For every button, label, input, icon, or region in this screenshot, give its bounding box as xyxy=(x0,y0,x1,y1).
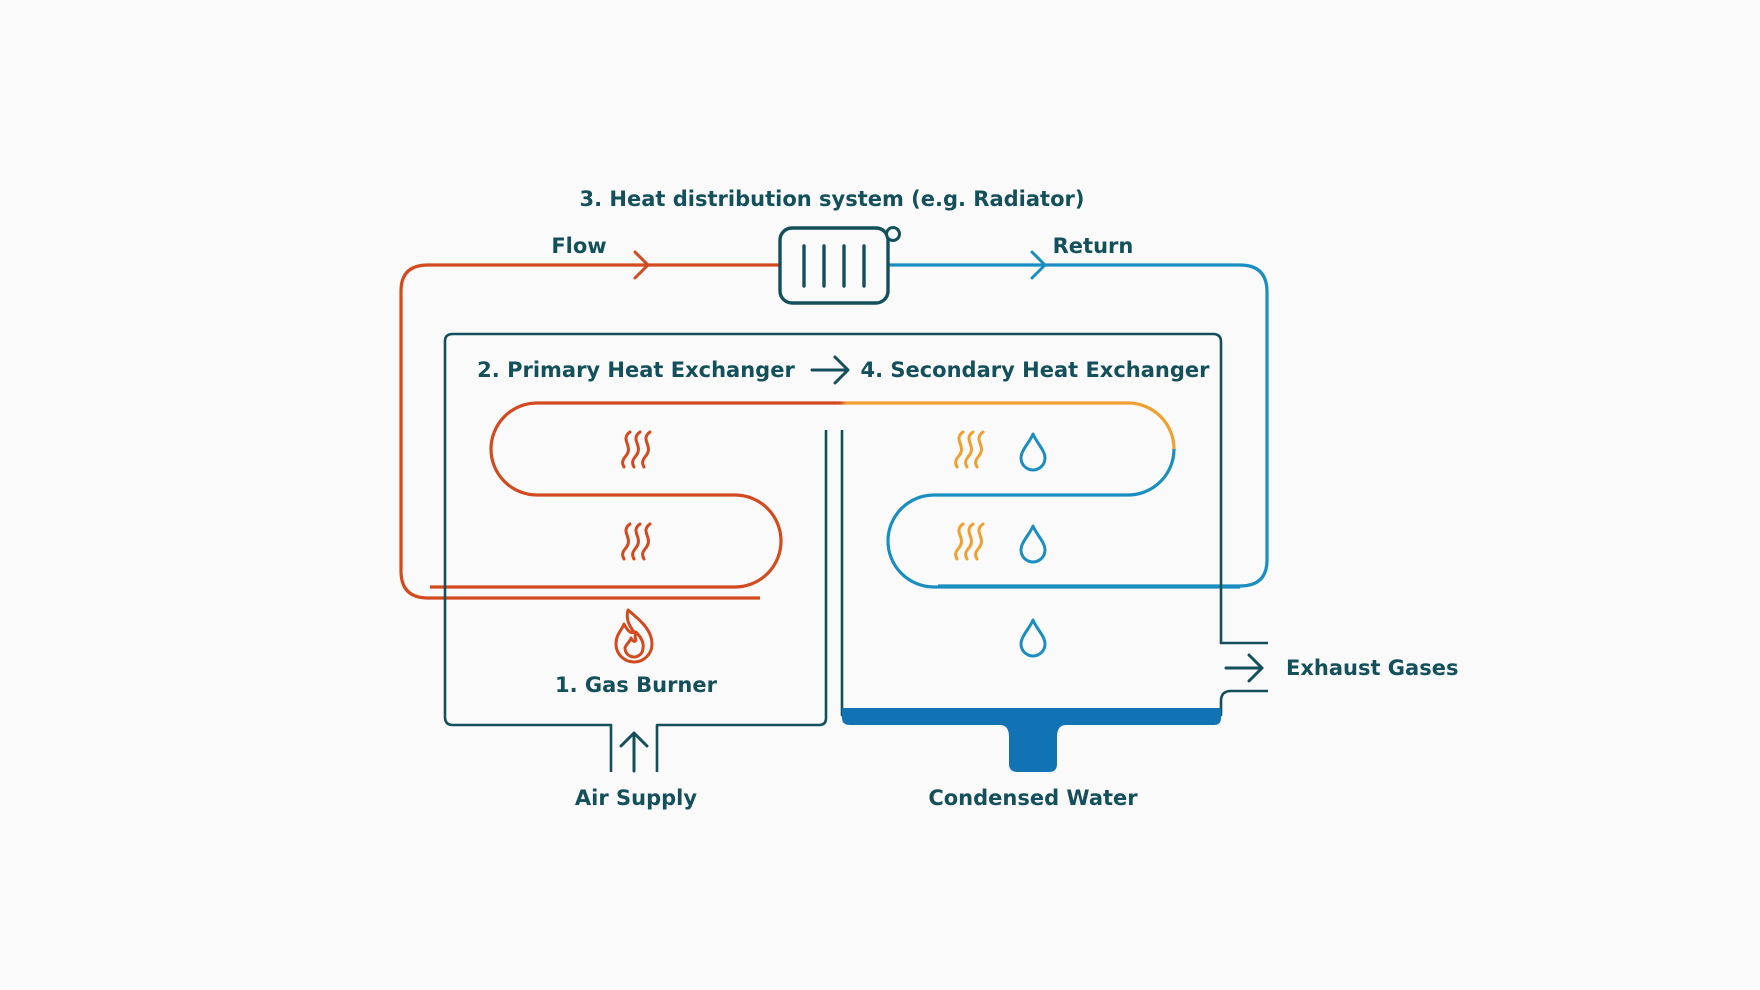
exhaust-arrow-icon xyxy=(1224,653,1264,683)
primary-exchanger-coil xyxy=(430,401,835,589)
water-drop-icon xyxy=(1019,432,1047,472)
exchanger-arrow-icon xyxy=(810,355,850,385)
flame-icon xyxy=(614,608,654,664)
exhaust-gases-label: Exhaust Gases xyxy=(1286,656,1458,680)
heat-distribution-label: 3. Heat distribution system (e.g. Radiat… xyxy=(580,187,1085,211)
heat-waves-icon xyxy=(621,522,652,561)
heat-waves-icon xyxy=(954,430,985,469)
heat-waves-icon xyxy=(621,430,652,469)
return-pipe xyxy=(888,263,1269,588)
primary-exchanger-label: 2. Primary Heat Exchanger xyxy=(477,358,795,382)
gas-burner-label: 1. Gas Burner xyxy=(555,673,718,697)
air-supply-label: Air Supply xyxy=(575,786,697,810)
heat-waves-icon xyxy=(954,522,985,561)
water-drop-icon xyxy=(1019,524,1047,564)
flow-arrow-icon xyxy=(610,250,650,280)
casing-secondary xyxy=(840,430,1268,717)
radiator-icon xyxy=(778,226,901,305)
flow-label: Flow xyxy=(551,234,606,258)
condensed-water-label: Condensed Water xyxy=(928,786,1138,810)
flow-pipe xyxy=(399,263,780,600)
secondary-exchanger-coil-cold xyxy=(886,448,1240,589)
return-label: Return xyxy=(1053,234,1134,258)
water-drop-icon xyxy=(1019,618,1047,658)
air-supply-arrow-icon xyxy=(619,731,649,773)
return-arrow-icon xyxy=(1007,250,1047,280)
condensed-water-pool xyxy=(842,708,1221,772)
casing-primary xyxy=(443,332,1268,772)
secondary-exchanger-label: 4. Secondary Heat Exchanger xyxy=(860,358,1210,382)
secondary-exchanger-coil-warm xyxy=(834,401,1176,450)
